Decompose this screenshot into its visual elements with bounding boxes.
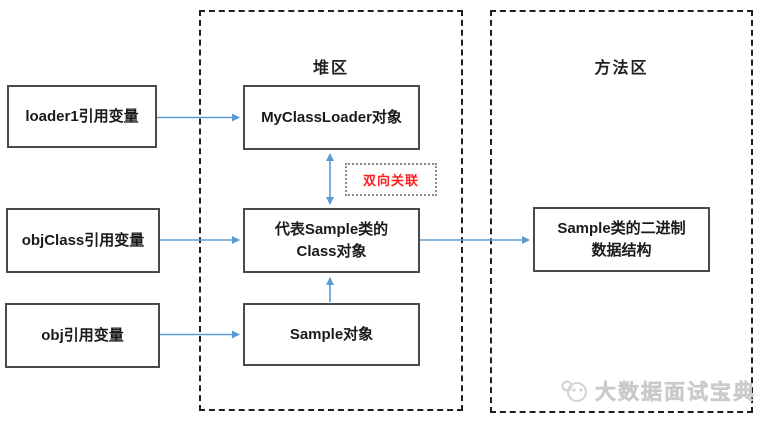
bidirectional-relation-text: 双向关联 [362,173,419,188]
ref-box-obj-label: obj引用变量 [41,326,124,344]
watermark-text: 大数据面试宝典 [595,381,756,405]
sample-binary-structure-label-line1: Sample类的二进制 [557,219,686,237]
watermark: 大数据面试宝典 [560,374,756,408]
myclassloader-object-label: MyClassLoader对象 [261,108,402,126]
heap-area-container: 堆区 [199,10,463,411]
ref-box-obj: obj引用变量 [5,303,160,368]
heap-area-title: 堆区 [312,60,349,77]
ref-box-objclass: objClass引用变量 [6,208,160,273]
bidirectional-relation-label: 双向关联 [345,163,437,196]
sample-binary-structure-box: Sample类的二进制 数据结构 [533,207,710,272]
ref-box-loader1-label: loader1引用变量 [25,107,139,125]
sample-object-label: Sample对象 [289,325,374,343]
method-area-title: 方法区 [594,60,649,77]
ref-box-objclass-label: objClass引用变量 [21,231,145,249]
method-area-container: 方法区 [490,10,753,413]
watermark-logo-icon [561,380,587,402]
sample-class-object-label-line1: 代表Sample类的 [274,220,389,238]
myclassloader-object-box: MyClassLoader对象 [243,85,420,150]
ref-box-loader1: loader1引用变量 [7,85,157,148]
sample-class-object-label-line2: Class对象 [296,242,367,260]
sample-binary-structure-label-line2: 数据结构 [591,241,652,259]
sample-object-box: Sample对象 [243,303,420,366]
sample-class-object-box: 代表Sample类的 Class对象 [243,208,420,273]
